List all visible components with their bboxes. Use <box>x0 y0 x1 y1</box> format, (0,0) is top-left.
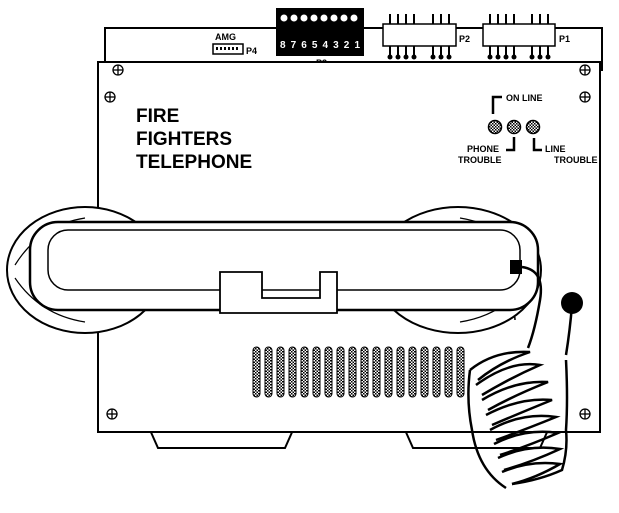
phone-trouble-label-2: TROUBLE <box>458 155 502 165</box>
phone-trouble-label-1: PHONE <box>467 144 499 154</box>
on-line-label: ON LINE <box>506 93 543 103</box>
phone-trouble-led <box>487 119 503 135</box>
screw-icon <box>104 64 591 420</box>
amg-label: AMG <box>215 32 236 42</box>
indicator-panel: ON LINE PHONE TROUBLE LINE TROUBLE <box>458 93 598 165</box>
connector-p2: P2 <box>382 14 470 60</box>
handset <box>6 206 542 334</box>
p1-label: P1 <box>559 34 570 44</box>
connector-p1: P1 <box>482 14 570 60</box>
title-line-2: FIGHTERS <box>136 129 232 150</box>
line-trouble-label-1: LINE <box>545 144 566 154</box>
title-line-1: FIRE <box>136 106 179 127</box>
line-trouble-led <box>525 119 541 135</box>
title-line-3: TELEPHONE <box>136 152 252 173</box>
connector-p4: AMG P4 <box>212 32 257 56</box>
terminal-block-p3: 87654321 P3 <box>276 8 364 68</box>
on-line-led <box>506 119 522 135</box>
handset-cord <box>467 260 583 490</box>
p4-label: P4 <box>246 46 257 56</box>
speaker-grille <box>252 346 465 398</box>
p2-label: P2 <box>459 34 470 44</box>
line-trouble-label-2: TROUBLE <box>554 155 598 165</box>
panel-title: FIRE FIGHTERS TELEPHONE <box>136 106 252 173</box>
